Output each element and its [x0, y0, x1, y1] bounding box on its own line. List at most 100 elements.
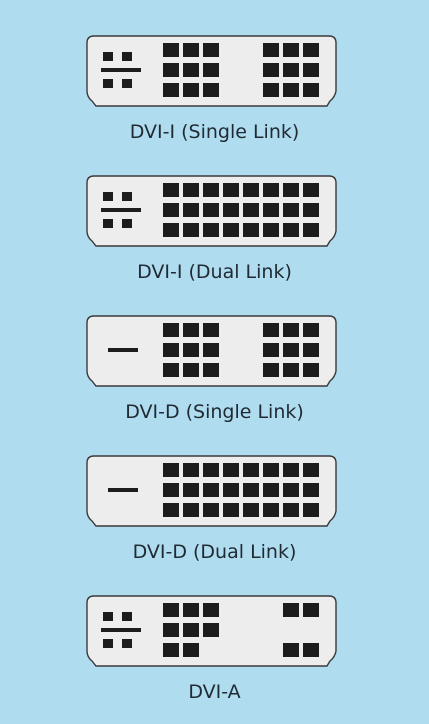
ground-blade: [101, 208, 141, 212]
digital-pin: [223, 483, 239, 497]
digital-pin: [303, 363, 319, 377]
pin-group: [108, 463, 319, 517]
analog-pin: [103, 79, 113, 88]
digital-pin: [263, 483, 279, 497]
digital-pin: [203, 483, 219, 497]
digital-pin: [263, 343, 279, 357]
digital-pin: [263, 363, 279, 377]
digital-pin: [203, 463, 219, 477]
digital-pin: [263, 503, 279, 517]
digital-pin: [283, 203, 299, 217]
digital-pin: [283, 223, 299, 237]
analog-pin: [103, 52, 113, 61]
analog-pin: [122, 192, 132, 201]
analog-pin: [103, 639, 113, 648]
digital-pin: [283, 503, 299, 517]
digital-pin: [163, 463, 179, 477]
digital-pin: [183, 223, 199, 237]
analog-pin: [122, 79, 132, 88]
analog-pin: [122, 639, 132, 648]
digital-pin: [303, 463, 319, 477]
digital-pin: [203, 363, 219, 377]
digital-pin: [223, 223, 239, 237]
caption-dvi-d-dual-link: DVI-D (Dual Link): [132, 541, 297, 563]
digital-pin: [183, 203, 199, 217]
digital-pin: [163, 603, 179, 617]
digital-pin: [203, 223, 219, 237]
analog-pin: [122, 52, 132, 61]
analog-pin: [122, 612, 132, 621]
digital-pin: [163, 323, 179, 337]
digital-pin: [223, 463, 239, 477]
digital-pin: [223, 503, 239, 517]
digital-pin: [183, 183, 199, 197]
digital-pin: [243, 463, 259, 477]
digital-pin: [203, 623, 219, 637]
digital-pin: [263, 203, 279, 217]
digital-pin: [243, 183, 259, 197]
digital-pin: [183, 343, 199, 357]
digital-pin: [183, 363, 199, 377]
digital-pin: [263, 43, 279, 57]
digital-pin: [283, 183, 299, 197]
digital-pin: [303, 223, 319, 237]
digital-pin: [163, 223, 179, 237]
digital-pin: [203, 63, 219, 77]
digital-pin: [303, 43, 319, 57]
ground-blade: [101, 628, 141, 632]
digital-pin: [223, 203, 239, 217]
ground-blade: [108, 348, 138, 352]
digital-pin: [183, 503, 199, 517]
digital-pin: [243, 223, 259, 237]
digital-pin: [303, 603, 319, 617]
digital-pin: [263, 463, 279, 477]
digital-pin: [163, 203, 179, 217]
ground-blade: [108, 488, 138, 492]
digital-pin: [303, 343, 319, 357]
digital-pin: [163, 343, 179, 357]
digital-pin: [183, 463, 199, 477]
digital-pin: [283, 63, 299, 77]
digital-pin: [283, 343, 299, 357]
digital-pin: [163, 183, 179, 197]
pin-group: [101, 43, 319, 97]
digital-pin: [183, 643, 199, 657]
digital-pin: [163, 643, 179, 657]
digital-pin: [183, 323, 199, 337]
digital-pin: [263, 223, 279, 237]
digital-pin: [183, 63, 199, 77]
digital-pin: [243, 203, 259, 217]
ground-blade: [101, 68, 141, 72]
digital-pin: [283, 483, 299, 497]
digital-pin: [183, 43, 199, 57]
digital-pin: [243, 503, 259, 517]
pin-group: [101, 603, 319, 657]
digital-pin: [283, 323, 299, 337]
digital-pin: [283, 643, 299, 657]
digital-pin: [203, 183, 219, 197]
digital-pin: [203, 43, 219, 57]
digital-pin: [303, 503, 319, 517]
dvi-d-dual-link-connector: [86, 455, 337, 527]
digital-pin: [263, 63, 279, 77]
digital-pin: [303, 323, 319, 337]
digital-pin: [203, 323, 219, 337]
digital-pin: [183, 603, 199, 617]
digital-pin: [283, 43, 299, 57]
digital-pin: [163, 63, 179, 77]
analog-pin: [103, 192, 113, 201]
caption-dvi-i-single-link: DVI-I (Single Link): [129, 121, 300, 143]
digital-pin: [303, 643, 319, 657]
digital-pin: [163, 623, 179, 637]
pin-group: [101, 183, 319, 237]
digital-pin: [243, 483, 259, 497]
digital-pin: [303, 483, 319, 497]
dvi-a-connector: [86, 595, 337, 667]
digital-pin: [183, 83, 199, 97]
digital-pin: [203, 603, 219, 617]
caption-dvi-a: DVI-A: [188, 681, 241, 703]
digital-pin: [203, 343, 219, 357]
analog-pin: [103, 612, 113, 621]
digital-pin: [283, 363, 299, 377]
analog-pin: [122, 219, 132, 228]
